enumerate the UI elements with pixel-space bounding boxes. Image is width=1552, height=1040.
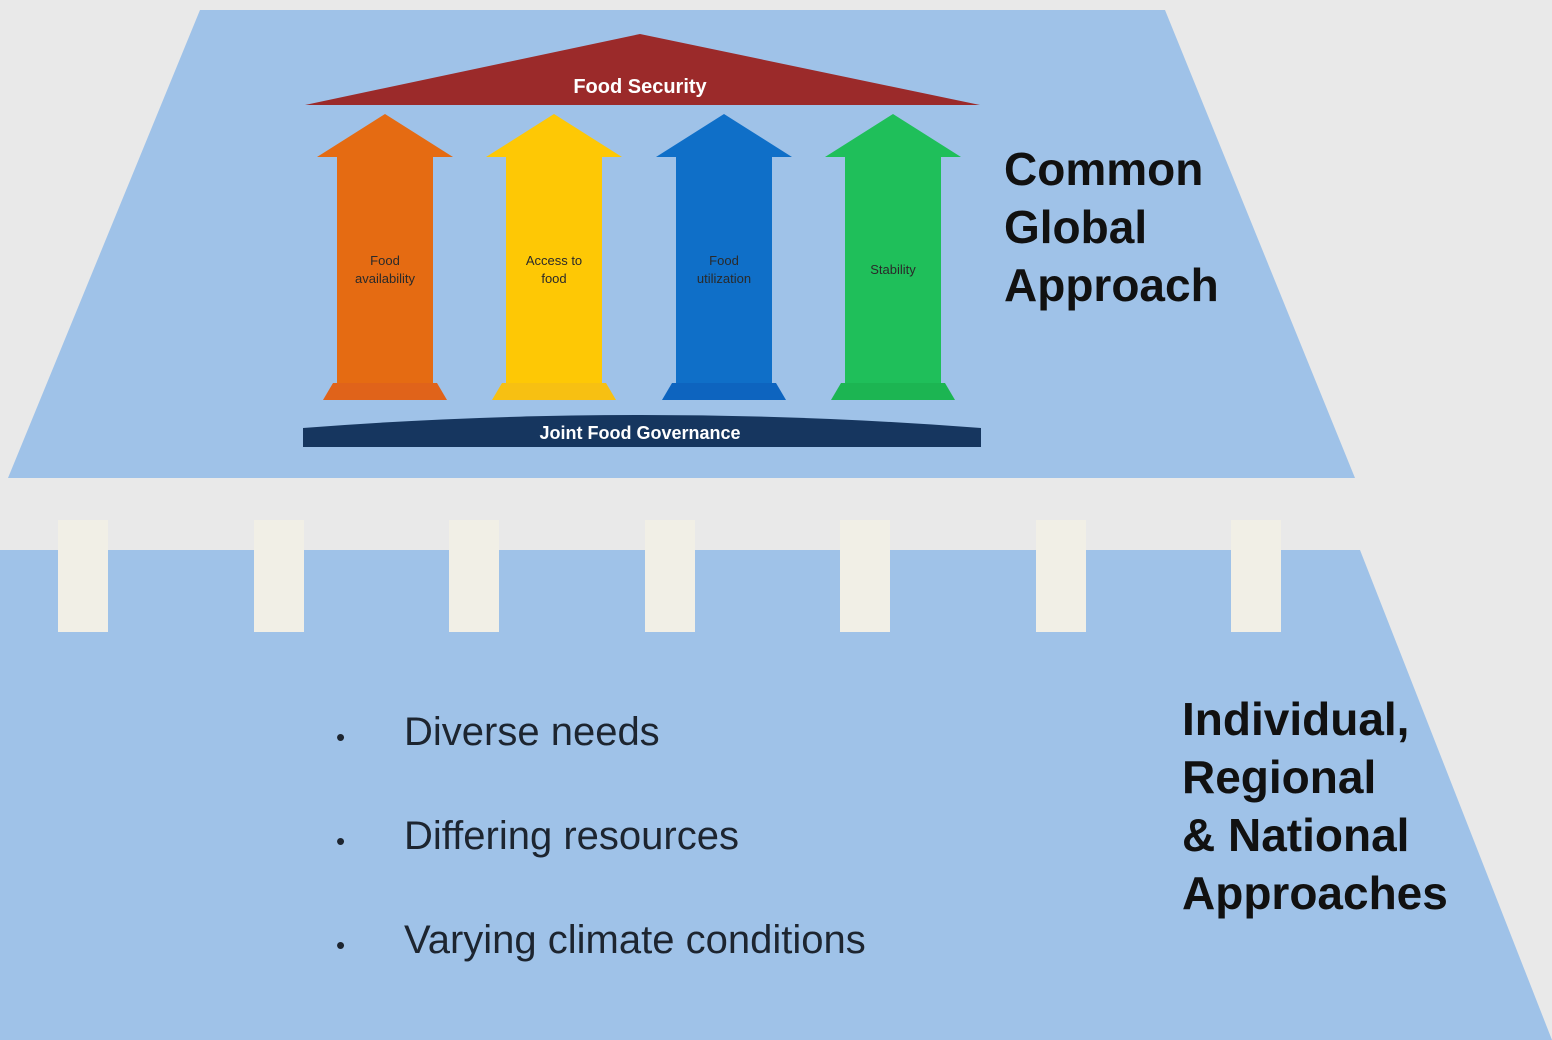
pillar-label: Stability [870,262,916,277]
bullet-text: Diverse needs [404,710,660,754]
pillar-label-line: availability [355,271,415,286]
base-label: Joint Food Governance [539,423,740,443]
individual-regional-national-title: Individual, Regional & National Approach… [1182,693,1448,919]
pillar-2: Access to food [486,114,622,400]
bullet-icon: • [336,722,346,752]
pillar-label-line: Access to [526,253,582,268]
pillars-group: Food availability Access to food Food utiliza… [317,114,961,400]
pillar-4: Stability [825,114,961,400]
pillar-arrow [656,114,792,383]
connector-post [840,520,890,632]
pillar-base [323,383,447,400]
bullet-text: Differing resources [404,814,739,858]
pillar-arrow [825,114,961,383]
connector-post [1036,520,1086,632]
connector-posts [58,520,1281,632]
pillar-label-line: Stability [870,262,916,277]
connector-post [58,520,108,632]
pillar-label: Food utilization [697,253,751,286]
pillar-base [662,383,786,400]
roof-shape [305,34,980,105]
bullet-icon: • [336,826,346,856]
pillar-label-line: utilization [697,271,751,286]
roof-label: Food Security [573,76,707,98]
local-panel [0,550,1552,1040]
pillar-label-line: Food [370,253,400,268]
pillar-label-line: food [541,271,566,286]
connector-post [449,520,499,632]
pillar-label: Access to food [526,253,582,286]
pillar-base [492,383,616,400]
pillar-arrow [317,114,453,383]
pillar-arrow [486,114,622,383]
connector-post [254,520,304,632]
connector-post [1231,520,1281,632]
pillar-1: Food availability [317,114,453,400]
base-shape [303,415,981,447]
pillar-label: Food availability [355,253,415,286]
pillar-label-line: Food [709,253,739,268]
pillar-base [831,383,955,400]
pillar-3: Food utilization [656,114,792,400]
common-global-approach-title: Common Global Approach [1004,143,1219,311]
bullet-text: Varying climate conditions [404,918,866,962]
bullet-icon: • [336,930,346,960]
connector-post [645,520,695,632]
